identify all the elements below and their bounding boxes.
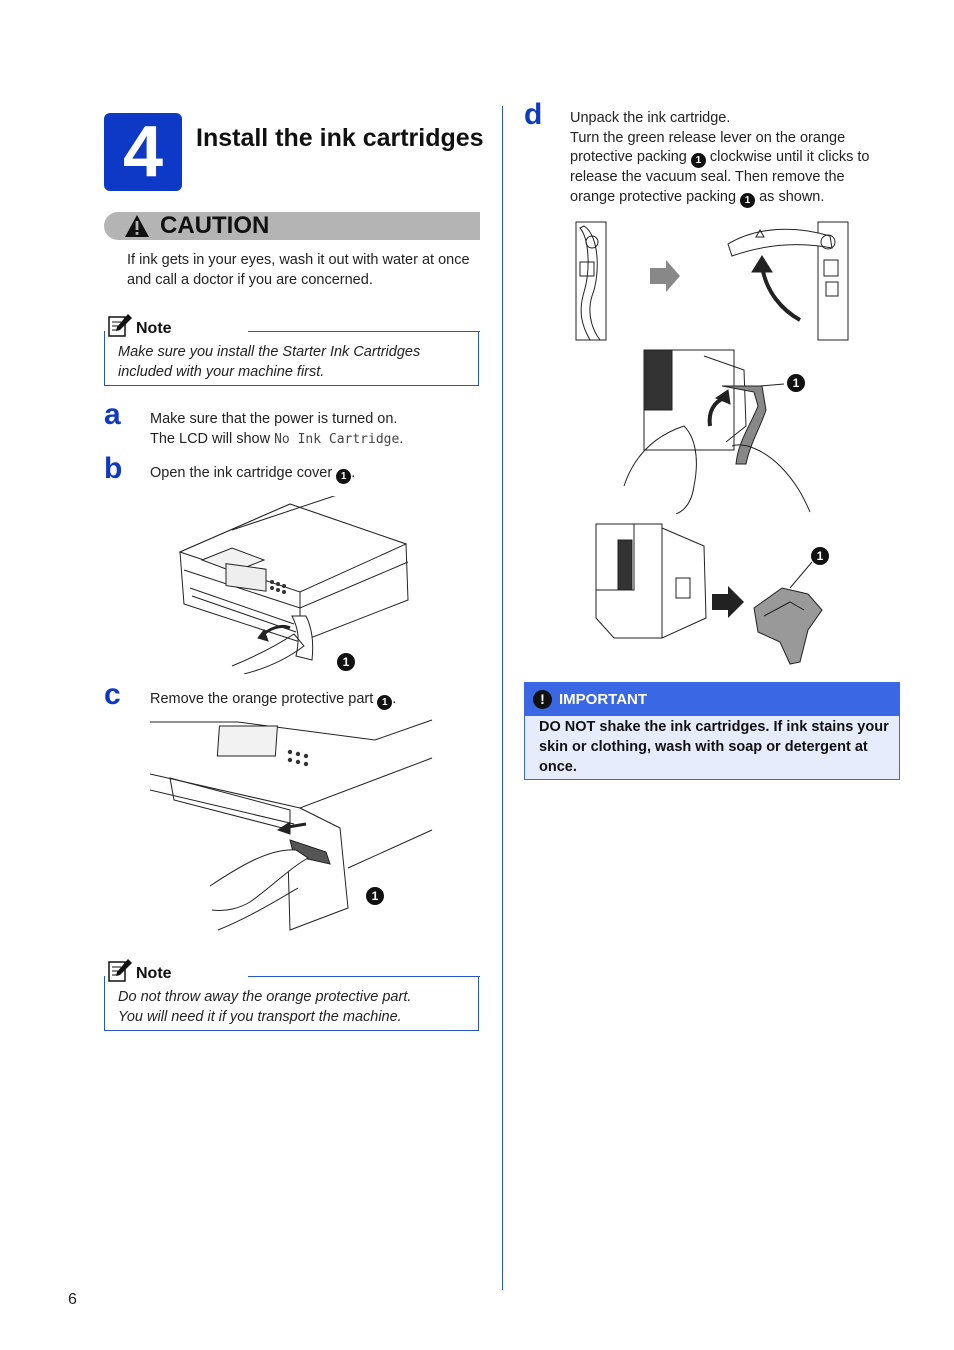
lcd-message: No Ink Cartridge <box>274 431 400 447</box>
callout-1: 1 <box>377 695 393 711</box>
figure-callout-1: 1 <box>811 547 829 565</box>
note-pencil-icon <box>108 959 132 982</box>
note-text-line2: You will need it if you transport the ma… <box>118 1008 402 1025</box>
callout-1: 1 <box>740 193 756 208</box>
step-d-p4: orange protective packing 1 as shown. <box>570 188 869 208</box>
printer-open-cover-illustration <box>172 496 412 674</box>
step-d-line1: Unpack the ink cartridge. <box>570 110 731 126</box>
note-box <box>104 331 479 386</box>
note-rule <box>248 331 480 332</box>
important-banner: ! IMPORTANT <box>524 682 900 716</box>
note-text-line1: Do not throw away the orange protective … <box>118 989 412 1005</box>
step-letter-d: d <box>524 98 543 131</box>
note-rule <box>248 976 480 977</box>
caution-banner: CAUTION <box>104 212 480 240</box>
step-a-line1: Make sure that the power is turned on. <box>150 411 398 427</box>
note-header: Note <box>107 957 172 983</box>
note-pencil-icon <box>108 314 132 337</box>
note-text: Do not throw away the orange protective … <box>118 988 473 1027</box>
page-number: 6 <box>68 1291 77 1308</box>
callout-1: 1 <box>336 469 352 485</box>
exclamation-icon: ! <box>533 689 552 709</box>
important-label: IMPORTANT <box>559 690 648 708</box>
step-letter-b: b <box>104 452 123 485</box>
step-b-text: Open the ink cartridge cover 1. <box>150 464 355 485</box>
important-text: DO NOT shake the ink cartridges. If ink … <box>524 716 900 780</box>
warning-triangle-icon <box>125 215 149 237</box>
step-number-badge: 4 <box>104 113 182 191</box>
step-a-line2: The LCD will show No Ink Cartridge. <box>150 430 404 447</box>
column-divider <box>502 106 503 1290</box>
figure-callout-1: 1 <box>787 374 805 392</box>
figure-callout-1: 1 <box>366 887 384 905</box>
note-text: Make sure you install the Starter Ink Ca… <box>118 344 421 380</box>
step-c-text: Remove the orange protective part 1. <box>150 690 396 711</box>
step-a-text: Make sure that the power is turned on. T… <box>150 410 403 449</box>
step-d-p1: Turn the green release lever on the oran… <box>570 129 846 146</box>
page-title: Install the ink cartridges <box>196 124 484 152</box>
step-d-p2: protective packing 1 clockwise until it … <box>570 148 869 169</box>
step-d-p3: release the vacuum seal. Then remove the <box>570 169 845 186</box>
hands-twist-lever-illustration <box>614 346 819 514</box>
step-d-text: Unpack the ink cartridge. Turn the green… <box>570 109 869 208</box>
printer-remove-part-illustration <box>150 718 435 932</box>
note-label: Note <box>136 320 172 337</box>
caution-text: If ink gets in your eyes, wash it out wi… <box>127 252 470 288</box>
step-letter-c: c <box>104 678 121 711</box>
callout-1: 1 <box>690 153 706 169</box>
note-label: Note <box>136 965 172 982</box>
step-letter-a: a <box>104 398 121 431</box>
caution-label: CAUTION <box>160 212 270 239</box>
figure-callout-1: 1 <box>337 653 355 671</box>
remove-packing-illustration <box>594 518 828 666</box>
lever-rotation-illustration <box>570 216 860 346</box>
note-box <box>104 976 479 1031</box>
note-header: Note <box>107 312 172 338</box>
